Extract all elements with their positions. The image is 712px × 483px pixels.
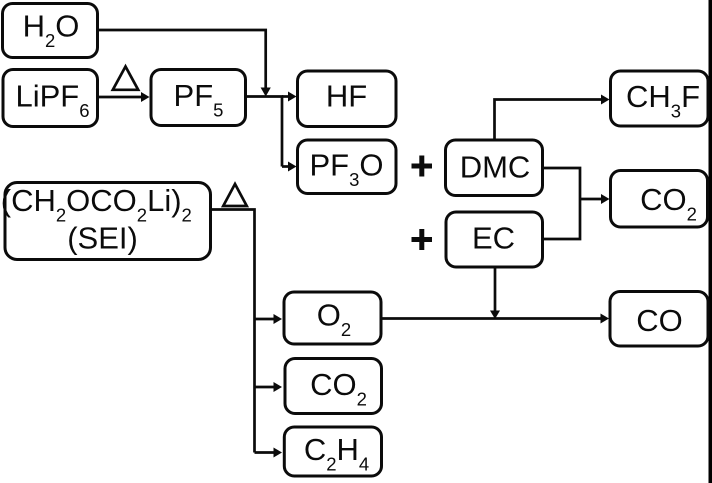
svg-text:CO: CO [636,303,683,338]
svg-text:EC: EC [472,221,515,256]
svg-text:(SEI): (SEI) [67,221,138,256]
svg-text:HF: HF [326,79,367,114]
svg-text:DMC: DMC [460,150,531,185]
